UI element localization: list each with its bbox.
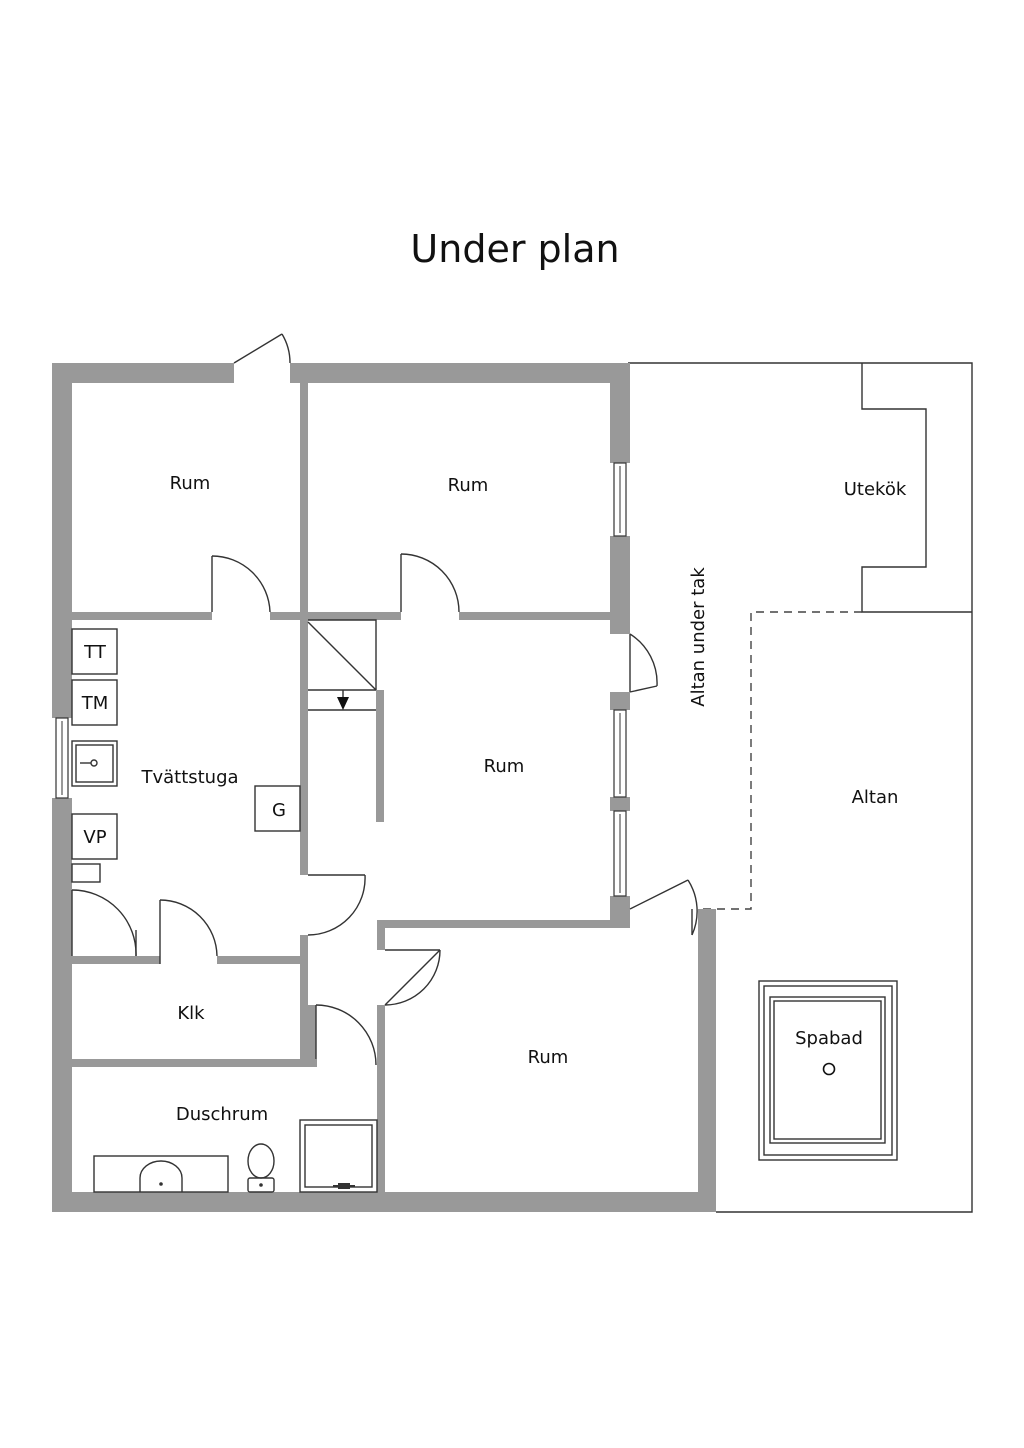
fixture-label-vp: VP [83,827,106,848]
fixture-label-tm: TM [81,693,109,714]
room-label-rum-top-middle: Rum [448,475,489,496]
spabad-tub [758,980,898,1161]
stair-arrow-icon [337,697,349,710]
room-label-rum-center: Rum [484,756,525,777]
spa-drain-icon [822,1062,836,1076]
room-label-tvattstuga: Tvättstuga [140,767,238,788]
room-labels: Rum Rum Rum Rum Tvättstuga Klk Duschrum … [140,473,906,1125]
outdoor-outline [628,362,973,1213]
fixture-label-tt: TT [83,642,107,663]
walls [52,363,716,1212]
room-label-klk: Klk [177,1003,205,1024]
room-label-utekok: Utekök [844,479,907,500]
room-label-altan-under-tak: Altan under tak [688,567,709,707]
plan-title: Under plan [410,227,619,271]
staircase [307,619,377,711]
shower-icon [299,1119,378,1193]
fixture-label-g: G [272,800,286,821]
laundry-sink-icon [71,740,118,787]
bathroom-fixtures [93,1119,378,1193]
room-label-rum-top-left: Rum [170,473,211,494]
laundry-fixtures [71,628,301,883]
room-label-rum-bottom: Rum [528,1047,569,1068]
toilet-icon [247,1143,275,1193]
washbasin-icon [139,1160,183,1192]
room-label-altan: Altan [852,787,899,808]
room-label-duschrum: Duschrum [176,1104,268,1125]
doors [71,333,698,1066]
fixture-labels: TT TM VP G [81,642,286,848]
room-label-spabad: Spabad [795,1028,863,1049]
windows [55,462,627,897]
